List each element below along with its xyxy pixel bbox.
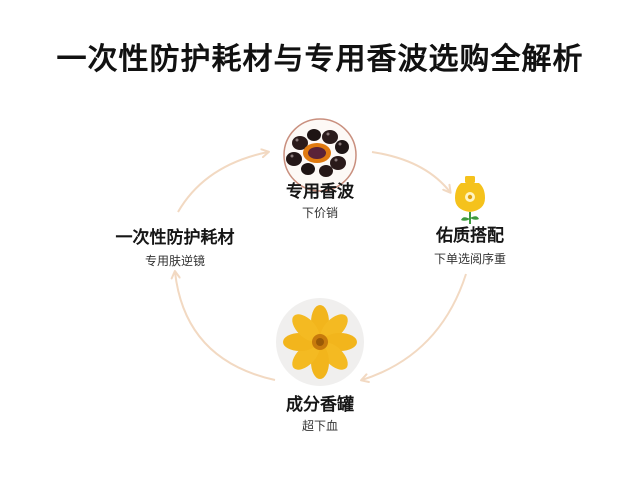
- arrow-bottom-to-left: [170, 270, 276, 381]
- yellow-flower-icon: [276, 298, 364, 386]
- node-sub-right: 下单选阅序重: [433, 252, 506, 266]
- arrow-left-to-top: [177, 148, 270, 213]
- node-label-bottom: 成分香罐: [286, 395, 354, 415]
- node-label-left: 一次性防护耗材: [115, 228, 235, 248]
- arrow-top-to-right: [371, 151, 452, 194]
- page-title: 一次性防护耗材与专用香波选购全解析: [56, 42, 584, 77]
- node-label-top: 专用香波: [286, 182, 354, 202]
- node-label-right: 佑质搭配: [436, 226, 504, 246]
- node-sub-left: 专用肤逆镜: [144, 254, 205, 268]
- berries-bowl-icon: [283, 118, 357, 192]
- node-sub-bottom: 超下血: [301, 419, 338, 433]
- oil-bottle-flower-icon: [455, 176, 485, 224]
- arrow-right-to-bottom: [360, 273, 467, 383]
- node-sub-top: 下价销: [301, 206, 338, 220]
